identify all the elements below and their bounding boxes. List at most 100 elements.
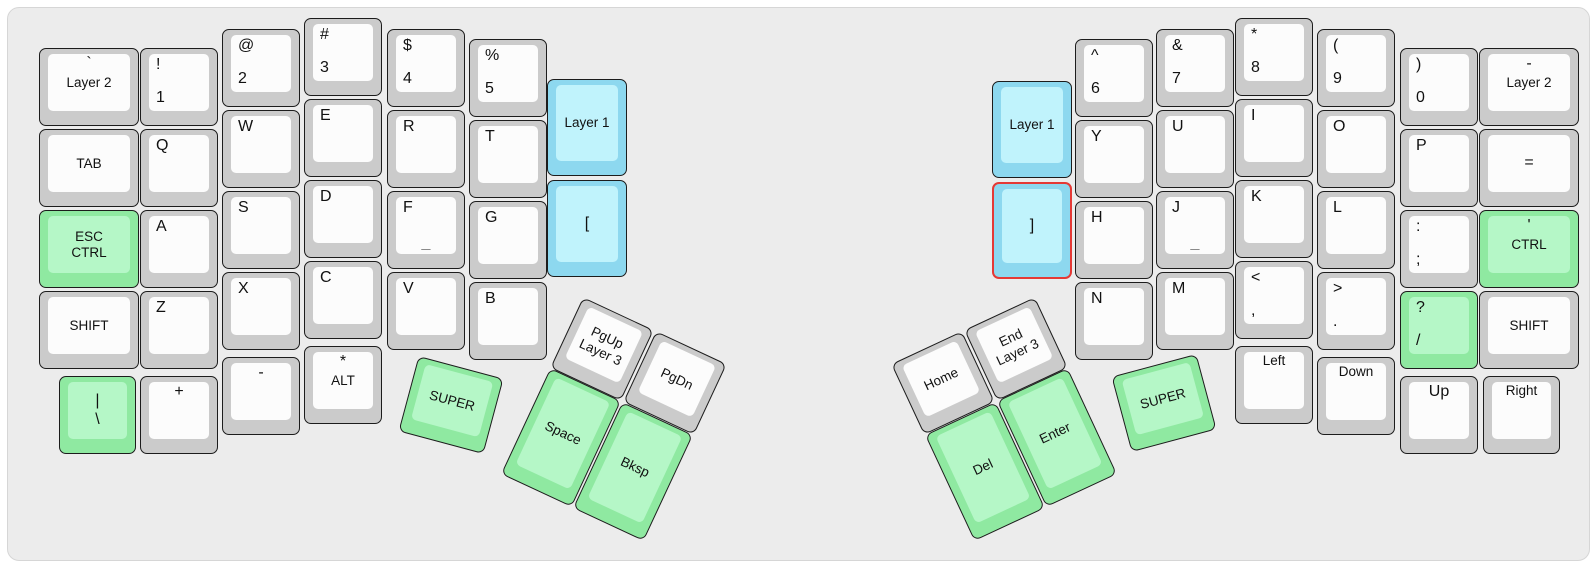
key-equals[interactable]: = <box>1479 129 1579 207</box>
key-lt-comma-legend-tl: < <box>1251 269 1261 286</box>
key-minus-layer2[interactable]: -Layer 2 <box>1479 48 1579 126</box>
key-z[interactable]: Z <box>140 291 218 369</box>
key-d[interactable]: D <box>304 180 382 258</box>
key-b-face: B <box>478 288 538 345</box>
key-amp-7[interactable]: &7 <box>1156 29 1234 107</box>
key-h-face: H <box>1084 207 1144 264</box>
key-super-right-legend-c: SUPER <box>1138 385 1188 412</box>
key-shift-left-face: SHIFT <box>48 297 130 354</box>
key-lt-comma[interactable]: <, <box>1235 261 1313 339</box>
key-p[interactable]: P <box>1400 129 1478 207</box>
key-super-left-face: SUPER <box>410 364 494 438</box>
key-super-right[interactable]: SUPER <box>1111 353 1217 453</box>
key-exclam-1[interactable]: !1 <box>140 48 218 126</box>
key-c-legend-tl: C <box>320 269 332 286</box>
key-percent-5[interactable]: %5 <box>469 39 547 117</box>
key-pipe-backslash[interactable]: | \ <box>59 376 136 454</box>
key-exclam-1-face: !1 <box>149 54 209 111</box>
key-right-bracket[interactable]: ] <box>992 182 1072 279</box>
key-exclam-1-legend-bl: 1 <box>156 88 165 106</box>
key-o[interactable]: O <box>1317 110 1395 188</box>
key-l[interactable]: L <box>1317 191 1395 269</box>
key-p-legend-tl: P <box>1416 137 1427 154</box>
key-hash-3[interactable]: #3 <box>304 18 382 96</box>
key-minus[interactable]: - <box>222 357 300 435</box>
key-y[interactable]: Y <box>1075 120 1153 198</box>
key-layer2-left-legend-c: Layer 2 <box>66 74 112 90</box>
key-arrow-right[interactable]: Right <box>1483 376 1560 454</box>
key-question-slash-face: ?/ <box>1409 297 1469 354</box>
key-c[interactable]: C <box>304 261 382 339</box>
key-question-slash-legend-tl: ? <box>1416 299 1425 316</box>
key-u-face: U <box>1165 116 1225 173</box>
key-equals-legend-c: = <box>1524 154 1534 172</box>
key-r[interactable]: R <box>387 110 465 188</box>
key-f-face: F_ <box>396 197 456 254</box>
key-k[interactable]: K <box>1235 180 1313 258</box>
key-colon-semicolon[interactable]: :; <box>1400 210 1478 288</box>
key-h[interactable]: H <box>1075 201 1153 279</box>
key-minus-legend-tc: - <box>258 364 264 381</box>
key-gt-period[interactable]: >. <box>1317 272 1395 350</box>
key-star-alt[interactable]: *ALT <box>304 346 382 424</box>
key-w[interactable]: W <box>222 110 300 188</box>
key-z-legend-tl: Z <box>156 299 166 316</box>
key-tab[interactable]: TAB <box>39 129 139 207</box>
key-m[interactable]: M <box>1156 272 1234 350</box>
key-e[interactable]: E <box>304 99 382 177</box>
key-i[interactable]: I <box>1235 99 1313 177</box>
key-o-face: O <box>1326 116 1386 173</box>
key-t-legend-tl: T <box>485 128 495 145</box>
key-plus[interactable]: + <box>140 376 218 454</box>
key-home-legend-c: Home <box>921 364 961 394</box>
key-r-legend-tl: R <box>403 118 415 135</box>
key-q[interactable]: Q <box>140 129 218 207</box>
key-caret-6[interactable]: ^6 <box>1075 39 1153 117</box>
key-arrow-left[interactable]: Left <box>1235 346 1313 424</box>
key-hash-3-legend-bl: 3 <box>320 58 329 76</box>
key-hash-3-legend-tl: # <box>320 26 329 43</box>
key-p-face: P <box>1409 135 1469 192</box>
key-lparen-9-legend-bl: 9 <box>1333 69 1342 87</box>
key-shift-left[interactable]: SHIFT <box>39 291 139 369</box>
key-at-2-legend-tl: @ <box>238 37 255 54</box>
key-arrow-right-legend-tc: Right <box>1505 383 1538 398</box>
key-dollar-4[interactable]: $4 <box>387 29 465 107</box>
key-w-face: W <box>231 116 291 173</box>
key-at-2[interactable]: @2 <box>222 29 300 107</box>
key-super-left[interactable]: SUPER <box>398 355 504 455</box>
key-quote-ctrl[interactable]: 'CTRL <box>1479 210 1579 288</box>
key-x[interactable]: X <box>222 272 300 350</box>
key-v[interactable]: V <box>387 272 465 350</box>
key-b[interactable]: B <box>469 282 547 360</box>
key-rparen-0[interactable]: )0 <box>1400 48 1478 126</box>
key-arrow-down[interactable]: Down <box>1317 357 1395 435</box>
key-lt-comma-legend-bl: , <box>1251 301 1256 319</box>
key-j[interactable]: J_ <box>1156 191 1234 269</box>
key-esc-ctrl[interactable]: ESC CTRL <box>39 210 139 288</box>
key-q-face: Q <box>149 135 209 192</box>
key-t[interactable]: T <box>469 120 547 198</box>
key-star-8[interactable]: *8 <box>1235 18 1313 96</box>
key-question-slash[interactable]: ?/ <box>1400 291 1478 369</box>
key-arrow-up[interactable]: Up <box>1400 376 1478 454</box>
key-lparen-9[interactable]: (9 <box>1317 29 1395 107</box>
key-u[interactable]: U <box>1156 110 1234 188</box>
key-layer2-left[interactable]: `Layer 2 <box>39 48 139 126</box>
key-left-bracket[interactable]: [ <box>547 180 627 277</box>
key-layer1-right[interactable]: Layer 1 <box>992 81 1072 178</box>
key-g[interactable]: G <box>469 201 547 279</box>
key-percent-5-legend-tl: % <box>485 47 500 64</box>
key-n[interactable]: N <box>1075 282 1153 360</box>
key-n-face: N <box>1084 288 1144 345</box>
key-a[interactable]: A <box>140 210 218 288</box>
key-hash-3-face: #3 <box>313 24 373 81</box>
key-shift-right[interactable]: SHIFT <box>1479 291 1579 369</box>
key-s[interactable]: S <box>222 191 300 269</box>
key-j-face: J_ <box>1165 197 1225 254</box>
key-b-legend-tl: B <box>485 290 496 307</box>
key-j-legend-bc: _ <box>1190 233 1200 251</box>
key-left-bracket-legend-c: [ <box>584 214 590 232</box>
key-f[interactable]: F_ <box>387 191 465 269</box>
key-layer1-left[interactable]: Layer 1 <box>547 79 627 176</box>
